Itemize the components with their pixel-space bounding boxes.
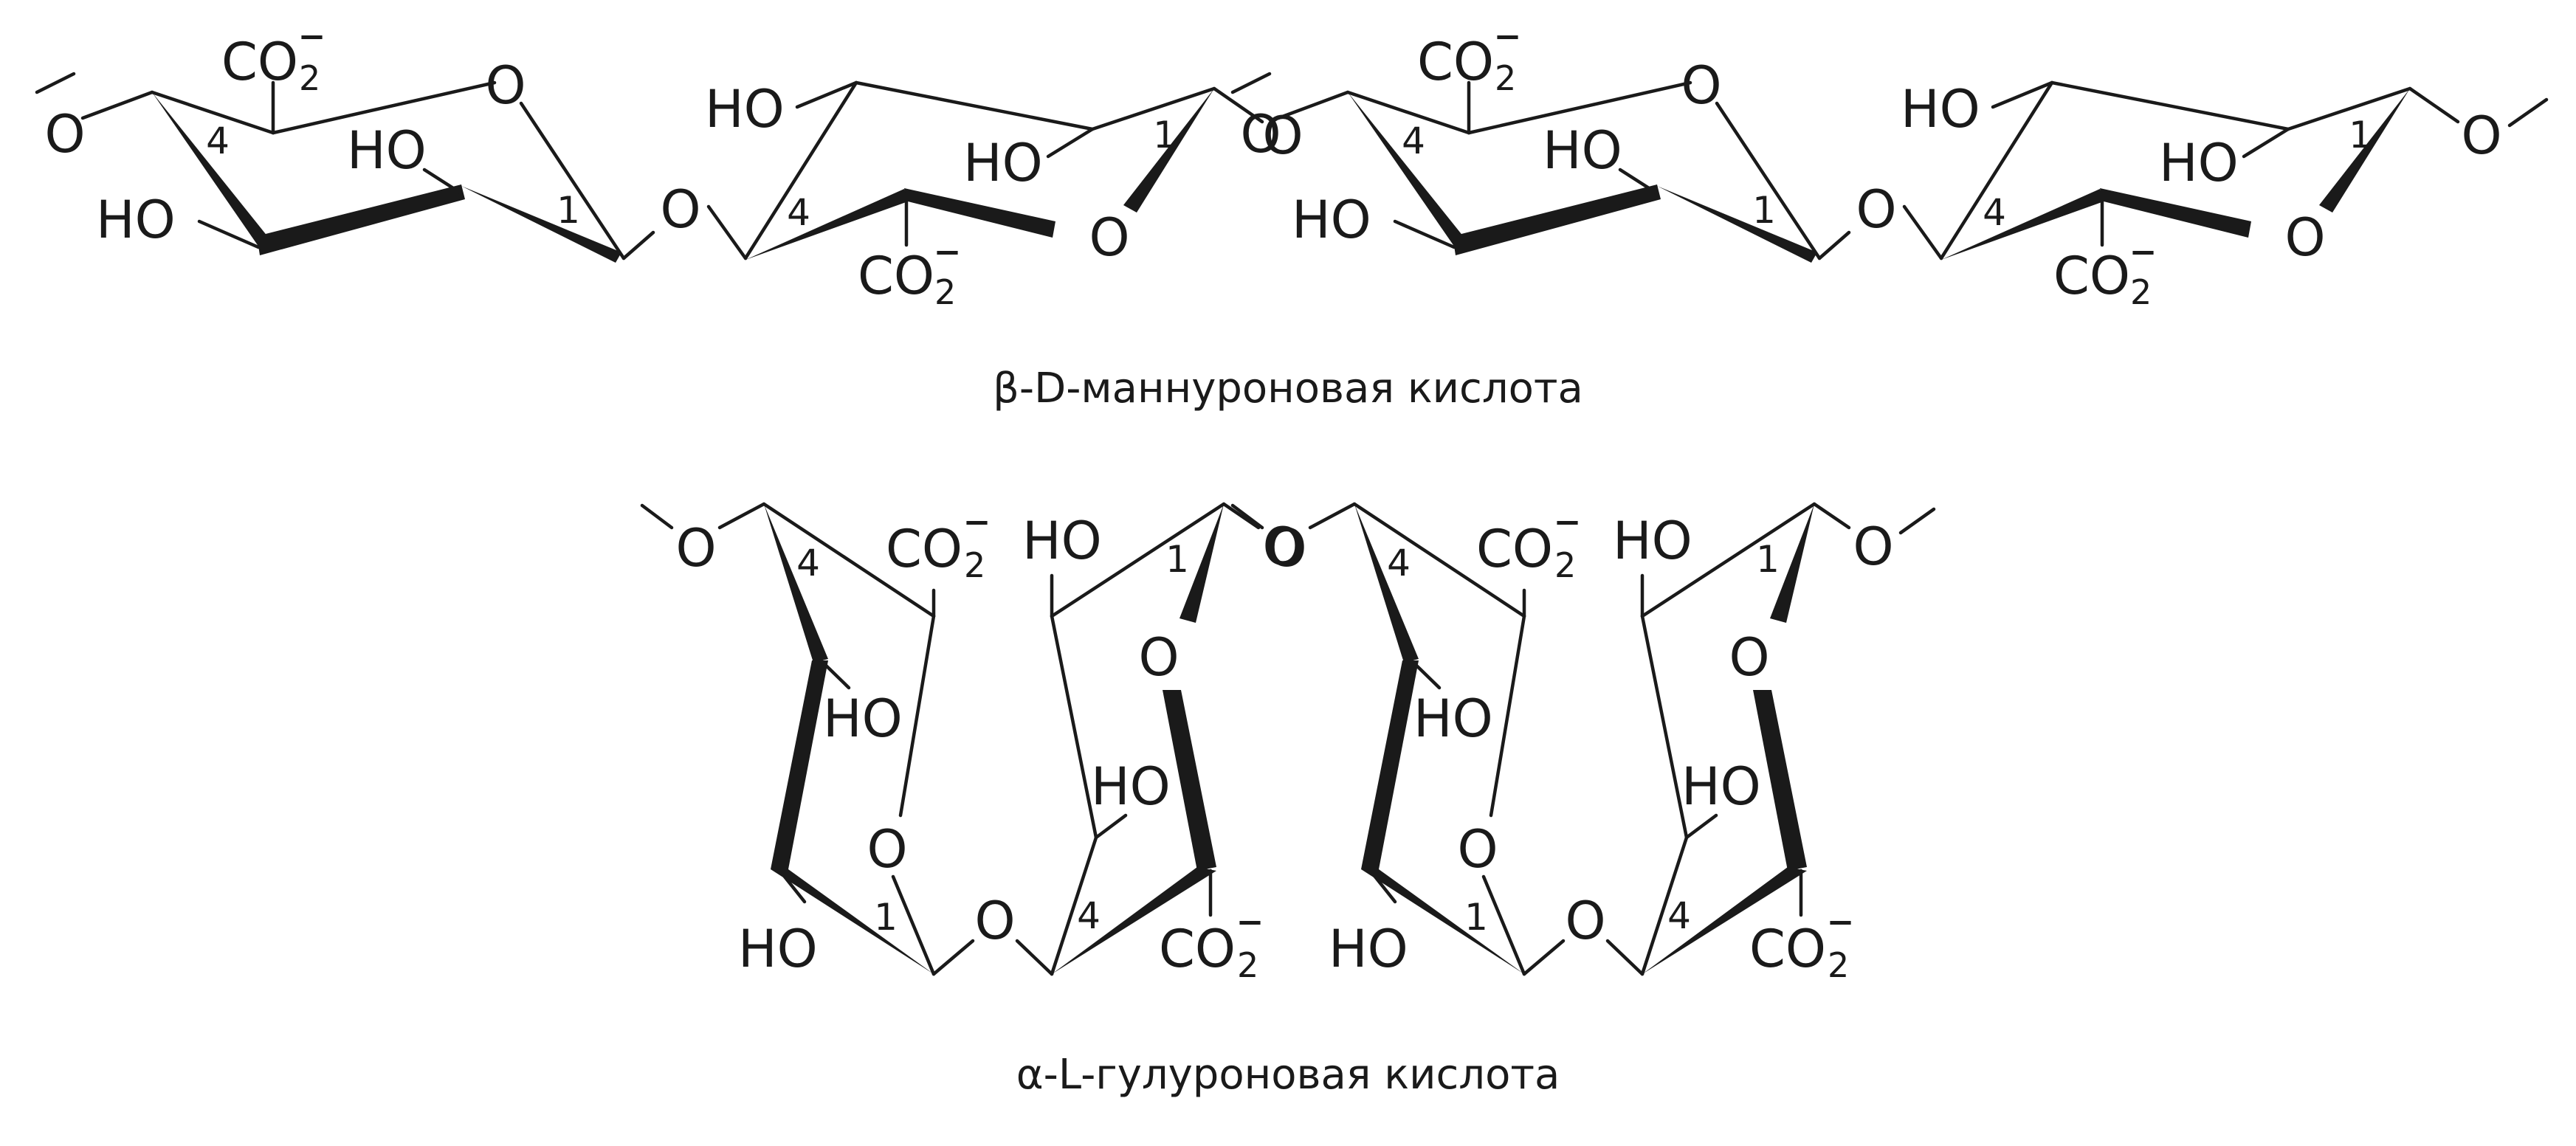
- terminal-oxygen: O: [1853, 517, 1893, 577]
- mannuronate-unit-4: [1901, 79, 2458, 312]
- mannuronate-unit-2: [705, 79, 1262, 312]
- mannuronate-unit-1: [37, 4, 701, 263]
- guluronate-unit-2: [1022, 504, 1263, 985]
- guluronate-chain: O O: [642, 489, 1936, 985]
- guluronate-unit-3: [1233, 489, 1642, 979]
- glycosidic-oxygen: O: [1262, 106, 1303, 166]
- caption-mannuronic-acid: β-D-маннуроновая кислота: [993, 365, 1583, 413]
- mannuronate-dimer-2: [1233, 4, 2458, 312]
- terminal-oxygen: O: [2461, 106, 2501, 166]
- guluronate-dimer-2: [1233, 489, 1853, 985]
- mannuronate-unit-3: [1233, 4, 1897, 263]
- guluronate-unit-4: [1613, 504, 1853, 985]
- mannuronate-chain: O O: [37, 4, 2549, 312]
- guluronate-unit-1: [642, 489, 1052, 979]
- caption-guluronic-acid: α-L-гулуроновая кислота: [1016, 1051, 1560, 1099]
